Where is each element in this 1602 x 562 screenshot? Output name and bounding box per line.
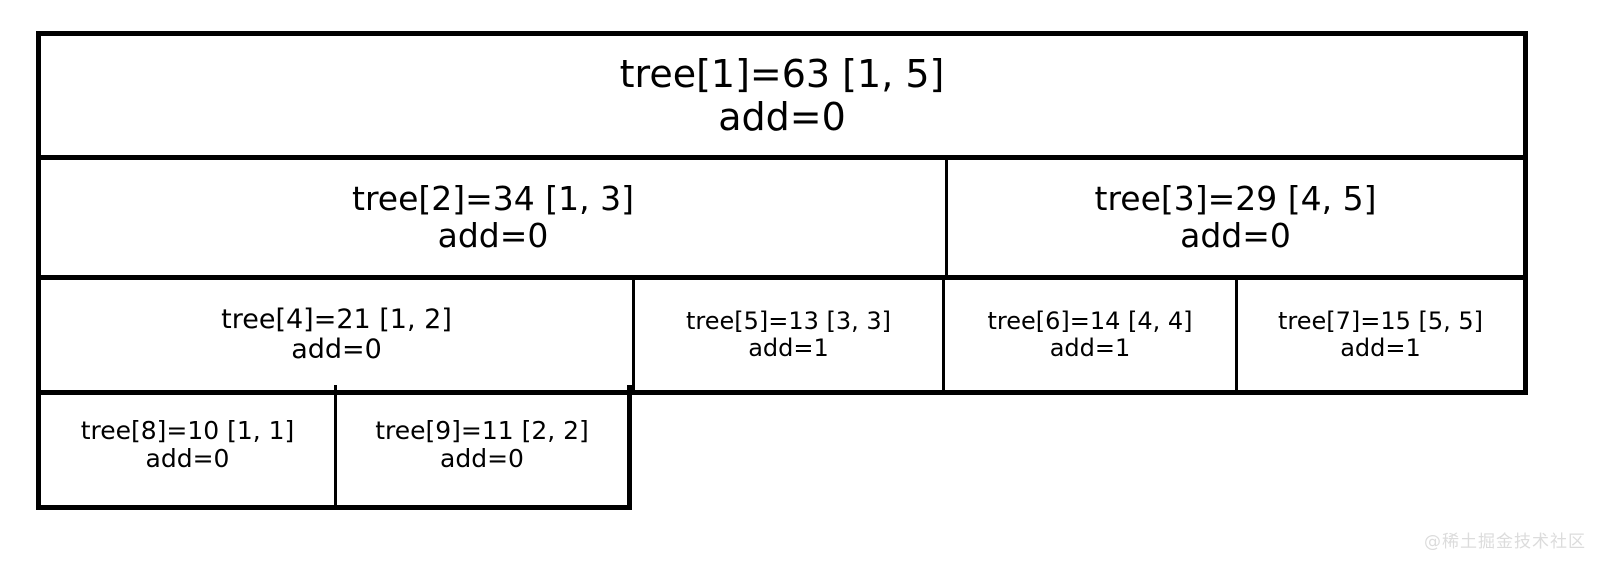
tree-node-6-label: tree[6]=14 [4, 4] [987,307,1193,336]
tree-node-8-add: add=0 [145,444,230,473]
tree-node-9-add: add=0 [440,444,524,473]
tree-node-1-add: add=0 [718,94,846,139]
tree-node-5-label: tree[5]=13 [3, 3] [685,307,892,336]
tree-node-5-add: add=1 [748,334,829,362]
tree-node-7-add: add=1 [1340,334,1421,362]
watermark: @稀土掘金技术社区 [1424,532,1586,552]
tree-level-row-1: tree[1]=63 [1, 5] add=0 [41,36,1523,160]
tree-node-6-add: add=1 [1049,334,1131,362]
tree-node-2: tree[2]=34 [1, 3] add=0 [41,160,945,275]
tree-node-2-label: tree[2]=34 [1, 3] [352,178,634,218]
tree-node-8: tree[8]=10 [1, 1] add=0 [41,385,334,505]
tree-node-4-label: tree[4]=21 [1, 2] [221,303,452,335]
tree-node-4-add: add=0 [291,334,382,365]
tree-level-row-4-wrapper: tree[8]=10 [1, 1] add=0 tree[9]=11 [2, 2… [36,385,632,510]
tree-level-row-3: tree[4]=21 [1, 2] add=0 tree[5]=13 [3, 3… [41,280,1523,395]
segment-tree-table: tree[1]=63 [1, 5] add=0 tree[2]=34 [1, 3… [36,31,1528,395]
tree-level-row-4: tree[8]=10 [1, 1] add=0 tree[9]=11 [2, 2… [41,385,627,505]
tree-level-row-2: tree[2]=34 [1, 3] add=0 tree[3]=29 [4, 5… [41,160,1523,280]
tree-node-7: tree[7]=15 [5, 5] add=1 [1235,280,1523,390]
tree-node-1-label: tree[1]=63 [1, 5] [619,51,945,96]
tree-node-1: tree[1]=63 [1, 5] add=0 [41,36,1523,155]
tree-node-7-label: tree[7]=15 [5, 5] [1277,307,1484,336]
tree-node-6: tree[6]=14 [4, 4] add=1 [942,280,1235,390]
tree-node-8-label: tree[8]=10 [1, 1] [80,416,295,445]
tree-node-3: tree[3]=29 [4, 5] add=0 [945,160,1523,275]
tree-node-4: tree[4]=21 [1, 2] add=0 [41,280,632,390]
tree-node-2-add: add=0 [437,215,549,255]
tree-node-3-label: tree[3]=29 [4, 5] [1094,178,1377,218]
tree-node-9: tree[9]=11 [2, 2] add=0 [334,385,627,505]
tree-node-9-label: tree[9]=11 [2, 2] [375,416,589,445]
tree-node-3-add: add=0 [1180,215,1291,255]
tree-node-5: tree[5]=13 [3, 3] add=1 [632,280,942,390]
